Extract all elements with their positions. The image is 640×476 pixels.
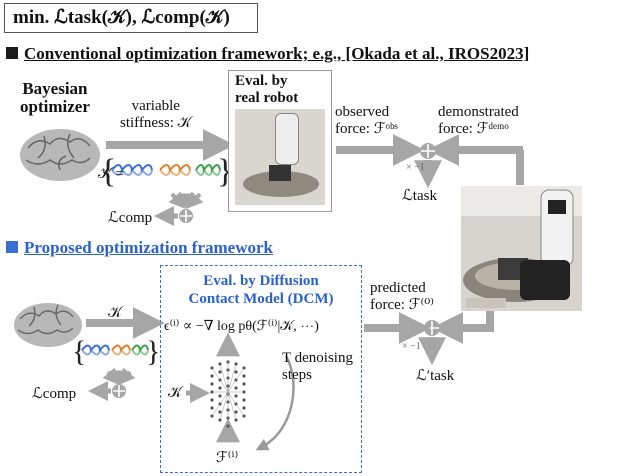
score-equation: ϵ⁽ⁱ⁾ ∝ −∇ log pθ(ℱ⁽ⁱ⁾|𝒦, ⋯) [164, 319, 319, 334]
k-equals-label: 𝒦 = [98, 166, 125, 182]
k-label-proposed: 𝒦 [108, 305, 122, 321]
predicted-force-label: predicted force: ℱ⁽⁰⁾ [370, 280, 434, 313]
demonstrated-force-label: demonstrated force: ℱᵈᵉᵐᵒ [438, 104, 519, 137]
denoise-loop-arrow [255, 355, 295, 451]
robot-photo [461, 186, 582, 311]
proposed-heading: Proposed optimization framework [6, 238, 273, 258]
spring-icon [81, 344, 149, 356]
bayesian-optimizer-label: Bayesian optimizer [20, 79, 90, 116]
square-icon [6, 47, 18, 59]
plus-circle-icon [112, 384, 126, 398]
observed-force-label: observed force: ℱᵒᵇˢ [335, 104, 398, 137]
real-robot-title: Eval. by real robot [235, 73, 299, 106]
plus-circle-icon [424, 320, 440, 336]
loss-task-label-proposed: ℒ′task [416, 368, 455, 384]
spring-icon [111, 164, 221, 176]
k-input-label: 𝒦 [168, 385, 182, 401]
neural-net-icon [210, 360, 246, 428]
denoising-steps-label: T denoising steps [282, 350, 353, 383]
objective-formula: min. ℒtask(𝒦), ℒcomp(𝒦) [4, 3, 258, 33]
variable-stiffness-label: variable stiffness: 𝒦 [120, 98, 192, 131]
dcm-title: Eval. by Diffusion Contact Model (DCM) [188, 273, 334, 307]
square-icon [6, 241, 18, 253]
svg-text:{: { [72, 335, 86, 368]
loss-comp-label-proposed: ℒcomp [32, 386, 77, 402]
brain-icon [14, 303, 82, 347]
times-neg1-conventional: × −1 [406, 162, 425, 173]
dcm-box: Eval. by Diffusion Contact Model (DCM) [160, 265, 362, 473]
conventional-heading: Conventional optimization framework; e.g… [6, 44, 529, 64]
force-i-label: ℱ⁽ⁱ⁾ [216, 450, 239, 466]
real-robot-box: Eval. by real robot [228, 70, 332, 212]
objective-formula-text: min. ℒtask(𝒦), ℒcomp(𝒦) [13, 7, 230, 28]
svg-text:{: { [100, 153, 116, 190]
robot-photo [235, 109, 325, 205]
loss-task-label-conventional: ℒtask [402, 188, 437, 204]
brain-icon [20, 129, 100, 181]
loss-comp-label-conventional: ℒcomp [108, 210, 153, 226]
plus-circle-icon [179, 209, 193, 223]
times-neg1-proposed: × −1 [402, 341, 421, 352]
plus-circle-icon [420, 143, 436, 159]
svg-text:}: } [146, 335, 160, 368]
